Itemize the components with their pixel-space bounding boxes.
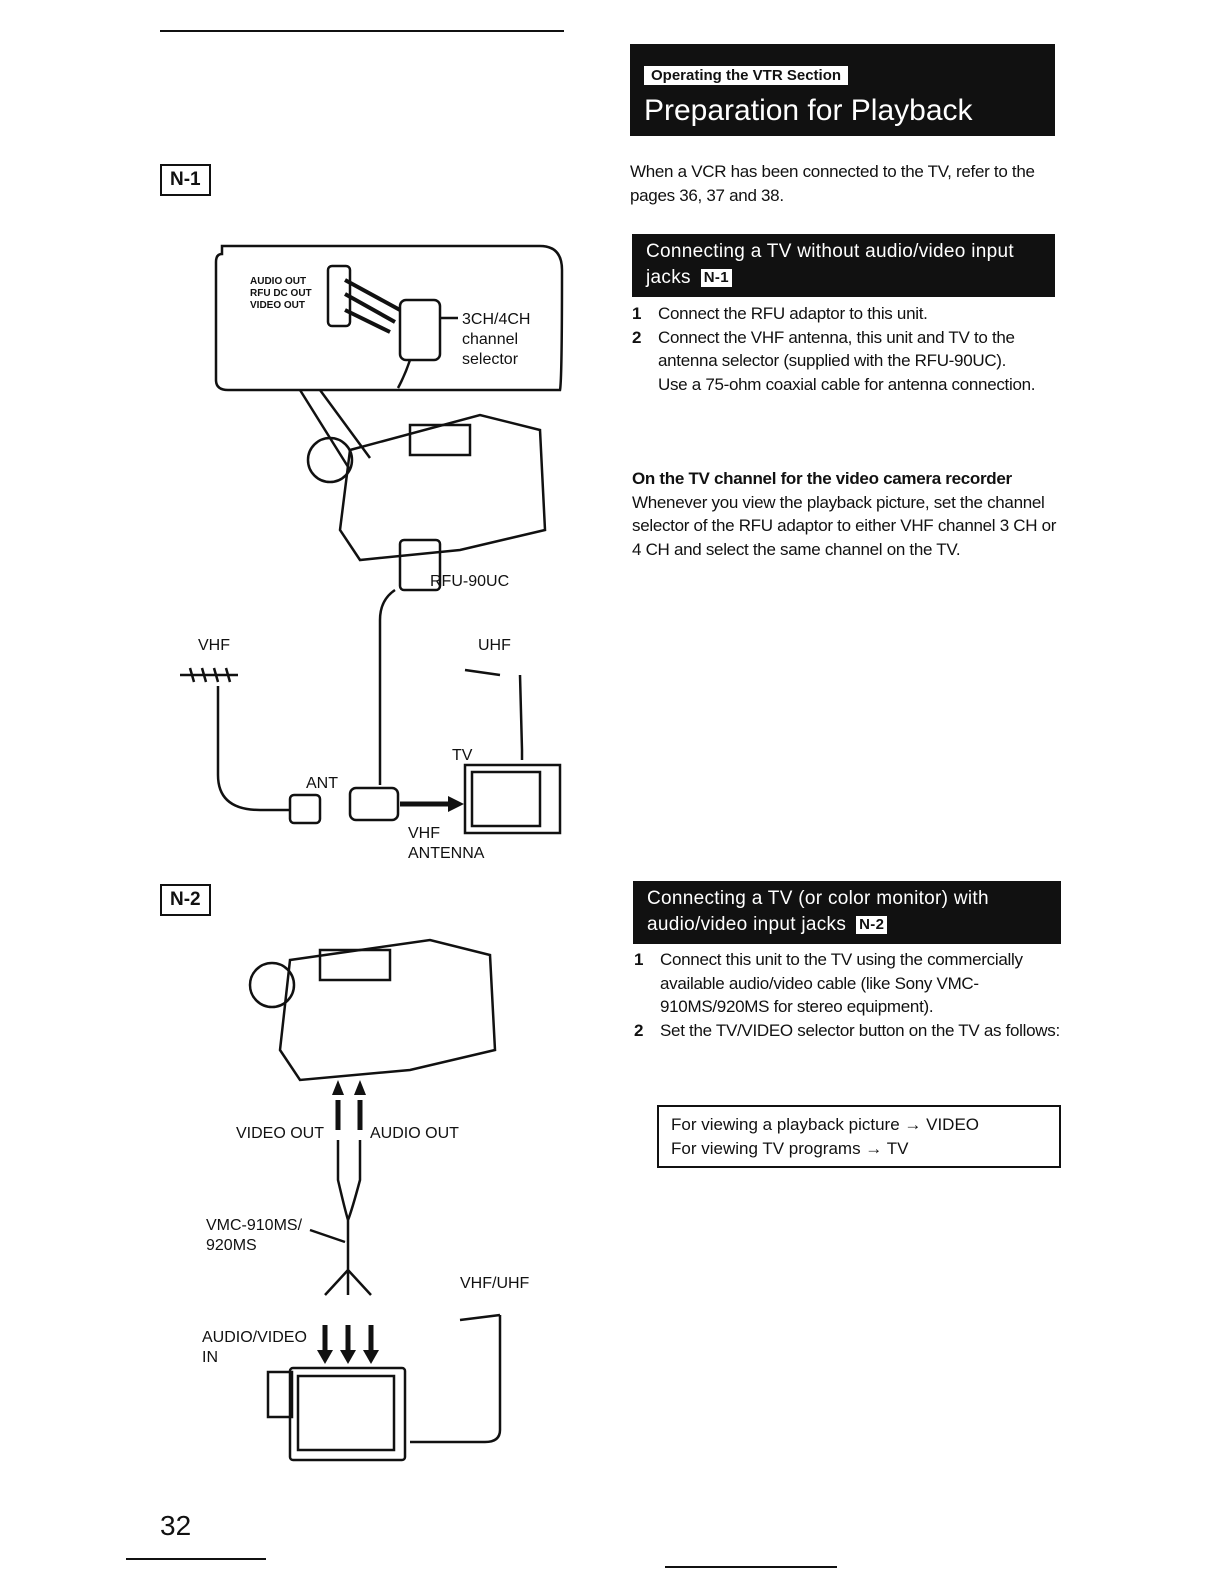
camcorder-body [278, 938, 497, 1082]
tv-set [463, 763, 562, 835]
step-text: Connect the RFU adaptor to this unit. [658, 304, 928, 323]
camcorder-handle [408, 423, 472, 457]
figure2-badge: N-2 [160, 884, 211, 916]
video-out-label: VIDEO OUT [236, 1125, 324, 1142]
selector-label: channel [462, 331, 518, 348]
list-item: 2 Connect the VHF antenna, this unit and … [632, 326, 1062, 397]
uhf-antenna [464, 668, 524, 760]
rfu-adaptor [398, 298, 442, 362]
page-number: 32 [160, 1510, 192, 1541]
section-header: Operating the VTR Section Preparation fo… [630, 44, 1055, 136]
vhf-uhf-label: VHF/UHF [460, 1275, 530, 1292]
section2-badge: N-2 [856, 916, 888, 934]
uhf-label: UHF [478, 637, 511, 654]
vhf-uhf-antenna [410, 1313, 502, 1444]
audio-out-label: AUDIO OUT [370, 1125, 459, 1142]
bottom-rule [665, 1566, 837, 1568]
ant-label: ANT [306, 775, 338, 792]
adaptor-cable [396, 359, 412, 389]
coax-connector [288, 793, 322, 825]
section2-heading: Connecting a TV (or color monitor) with … [633, 881, 1061, 944]
list-item: 2 Set the TV/VIDEO selector button on the… [634, 1019, 1064, 1043]
input-arrows [322, 1325, 374, 1350]
step-text: Connect this unit to the TV using the co… [660, 950, 1023, 1016]
step-number: 2 [634, 1020, 644, 1040]
arrow-head [354, 1080, 366, 1095]
selector-label: 3CH/4CH [462, 311, 530, 328]
arrow-head [340, 1350, 356, 1364]
page-title: Preparation for Playback [644, 94, 973, 127]
step-text: Connect the VHF antenna, this unit and T… [658, 327, 1015, 371]
arrow-head [448, 796, 464, 812]
cable-label: 920MS [206, 1237, 257, 1254]
selector-label: selector [462, 351, 519, 368]
jack-label: RFU DC OUT [250, 288, 312, 299]
subheading: On the TV channel for the video camera r… [632, 469, 1012, 488]
cable-label: VMC-910MS/ [206, 1217, 303, 1234]
section-tag: Operating the VTR Section [644, 66, 849, 85]
camcorder-handle [318, 948, 392, 982]
step-number: 1 [632, 304, 642, 323]
section2-steps: 1 Connect this unit to the TV using the c… [634, 948, 1064, 1042]
output-cables [335, 1100, 363, 1130]
section2-heading-text: Connecting a TV (or color monitor) with … [647, 888, 989, 935]
tv-screen [296, 1374, 396, 1452]
figure1-badge: N-1 [160, 164, 211, 196]
subtext: Whenever you view the playback picture, … [632, 492, 1057, 559]
av-in-label: IN [202, 1349, 218, 1366]
tv-side-panel [266, 1370, 294, 1419]
camcorder-viewfinder [248, 961, 296, 1009]
selector-box: For viewing a playback picture → VIDEO F… [657, 1105, 1061, 1168]
intro-text: When a VCR has been connected to the TV,… [630, 162, 1035, 205]
vhf-antenna [180, 667, 290, 812]
camcorder-viewfinder [306, 436, 354, 484]
callout-pointer [298, 389, 372, 471]
arrow-head [317, 1350, 333, 1364]
arrow-head [363, 1350, 379, 1364]
section1-steps: 1 Connect the RFU adaptor to this unit. 2… [632, 302, 1062, 396]
section1-heading-text: Connecting a TV without audio/video inpu… [646, 241, 1014, 288]
figure1-diagram: AUDIO OUT RFU DC OUT VIDEO OUT 3CH/4CH c… [180, 244, 564, 862]
top-rule [160, 30, 564, 32]
callout-frame [214, 244, 564, 392]
tv-channel-section: On the TV channel for the video camera r… [632, 467, 1062, 561]
arrow-head [332, 1080, 344, 1095]
section1-heading: Connecting a TV without audio/video inpu… [632, 234, 1055, 297]
step-text: Set the TV/VIDEO selector button on the … [660, 1020, 1060, 1040]
tv-set [288, 1366, 407, 1462]
list-item: 1 Connect the RFU adaptor to this unit. [632, 302, 1062, 326]
rfu-label: RFU-90UC [430, 573, 509, 590]
vhf-antenna-label: ANTENNA [408, 845, 485, 862]
bottom-rule [126, 1558, 266, 1560]
box-line: For viewing TV programs → TV [671, 1138, 909, 1158]
av-in-label: AUDIO/VIDEO [202, 1329, 307, 1346]
box-line: For viewing a playback picture → VIDEO [671, 1115, 980, 1134]
antenna-selector [348, 786, 400, 822]
list-item: 1 Connect this unit to the TV using the c… [634, 948, 1064, 1019]
figure2-diagram: VIDEO OUT AUDIO OUT VMC-910MS/ 920MS VHF… [202, 938, 530, 1462]
step-note: Use a 75-ohm coaxial cable for antenna c… [658, 374, 1036, 394]
step-number: 1 [634, 950, 644, 969]
plug-lines [344, 278, 401, 334]
camcorder-body [338, 413, 547, 562]
jack-label: VIDEO OUT [250, 300, 305, 311]
av-cable [324, 1140, 372, 1296]
vhf-label: VHF [198, 637, 230, 654]
jack-label: AUDIO OUT [250, 276, 306, 287]
tv-screen [470, 770, 542, 828]
step-number: 2 [632, 327, 642, 347]
section1-badge: N-1 [700, 269, 732, 287]
rfu-module [398, 538, 442, 592]
cable-leader [309, 1228, 346, 1244]
rfu-cable [378, 588, 396, 785]
tv-label: TV [452, 747, 473, 764]
vhf-antenna-label: VHF [408, 825, 440, 842]
